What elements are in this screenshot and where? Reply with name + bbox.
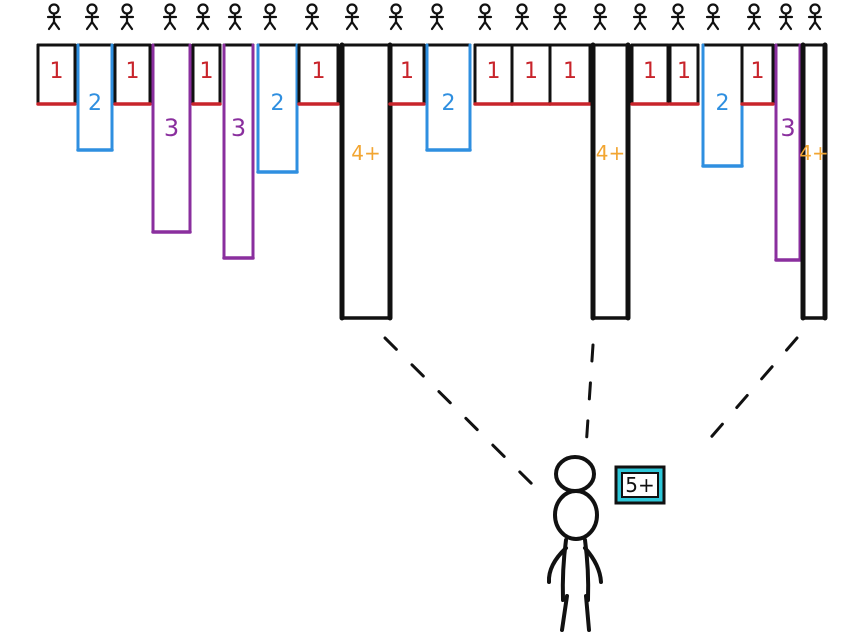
observer-badge: 5+	[614, 465, 666, 505]
level-label: 1	[126, 59, 140, 84]
level-label: 2	[716, 91, 730, 116]
person-icon	[477, 3, 493, 31]
level-label: 1	[751, 59, 765, 84]
level-label: 1	[643, 59, 657, 84]
observer-leg-right	[584, 594, 591, 632]
depth-column: 2	[425, 43, 472, 152]
depth-column: 2	[256, 43, 299, 174]
person-icon	[304, 3, 320, 31]
observer-head-back	[554, 455, 596, 493]
badge-inner	[621, 472, 659, 498]
level-label: 2	[271, 91, 285, 116]
person-icon	[514, 3, 530, 31]
depth-column: 1	[297, 43, 340, 106]
depth-column: 1	[388, 43, 426, 106]
person-icon	[227, 3, 243, 31]
person-icon	[670, 3, 686, 31]
depth-column: 4+	[339, 42, 393, 321]
observer-arm-right	[583, 546, 603, 584]
level-label: 4+	[596, 141, 625, 165]
level-label: 1	[677, 59, 691, 84]
level-label: 3	[164, 114, 179, 142]
level-label: 3	[231, 114, 246, 142]
depth-column: 3	[222, 43, 255, 260]
person-icon	[592, 3, 608, 31]
person-icon	[429, 3, 445, 31]
level-label: 1	[50, 59, 64, 84]
badge-label: 5+	[625, 473, 654, 497]
observer-body-right	[583, 538, 591, 602]
depth-column: 2	[701, 43, 744, 168]
person-icon	[162, 3, 178, 31]
person-icon	[262, 3, 278, 31]
level-label: 2	[442, 91, 456, 116]
level-label: 4+	[799, 141, 828, 165]
person-icon	[807, 3, 823, 31]
level-label: 1	[312, 59, 326, 84]
observer-leg-left	[560, 594, 569, 632]
level-label: 3	[780, 114, 795, 142]
person-icon	[84, 3, 100, 31]
sight-line-center	[584, 343, 595, 450]
depth-column: 4+	[799, 42, 829, 321]
person-icon	[195, 3, 211, 31]
observer-arm-left	[546, 546, 568, 584]
observer-figure	[546, 455, 603, 632]
depth-column: 3	[774, 43, 802, 262]
level-label: 2	[88, 91, 102, 116]
depth-column: 1	[510, 43, 552, 106]
level-label: 4+	[351, 141, 380, 165]
person-icon	[746, 3, 762, 31]
person-icon	[46, 3, 62, 31]
depth-column: 2	[76, 43, 114, 152]
depth-column: 1	[473, 43, 514, 106]
depth-column: 1	[668, 43, 700, 106]
person-icon	[778, 3, 794, 31]
person-icon	[552, 3, 568, 31]
depth-column: 1	[740, 43, 775, 106]
level-label: 1	[487, 59, 501, 84]
sight-line-right	[698, 336, 799, 452]
level-label: 1	[200, 59, 214, 84]
depth-column: 4+	[590, 42, 631, 321]
person-icon	[388, 3, 404, 31]
sight-lines	[383, 336, 799, 494]
crowd-row	[46, 3, 823, 31]
level-label: 1	[563, 59, 577, 84]
person-icon	[705, 3, 721, 31]
person-icon	[119, 3, 135, 31]
depth-column: 1	[113, 43, 152, 106]
level-label: 1	[400, 59, 414, 84]
depth-column: 1	[630, 43, 670, 106]
depth-column: 1	[548, 43, 592, 106]
depth-column: 1	[191, 43, 222, 106]
observer-body-left	[560, 538, 568, 602]
depth-column: 1	[36, 43, 77, 106]
observer-head	[553, 489, 599, 541]
sight-line-left	[383, 336, 542, 494]
person-icon	[632, 3, 648, 31]
person-icon	[344, 3, 360, 31]
depth-column: 3	[151, 43, 192, 234]
level-label: 1	[524, 59, 538, 84]
